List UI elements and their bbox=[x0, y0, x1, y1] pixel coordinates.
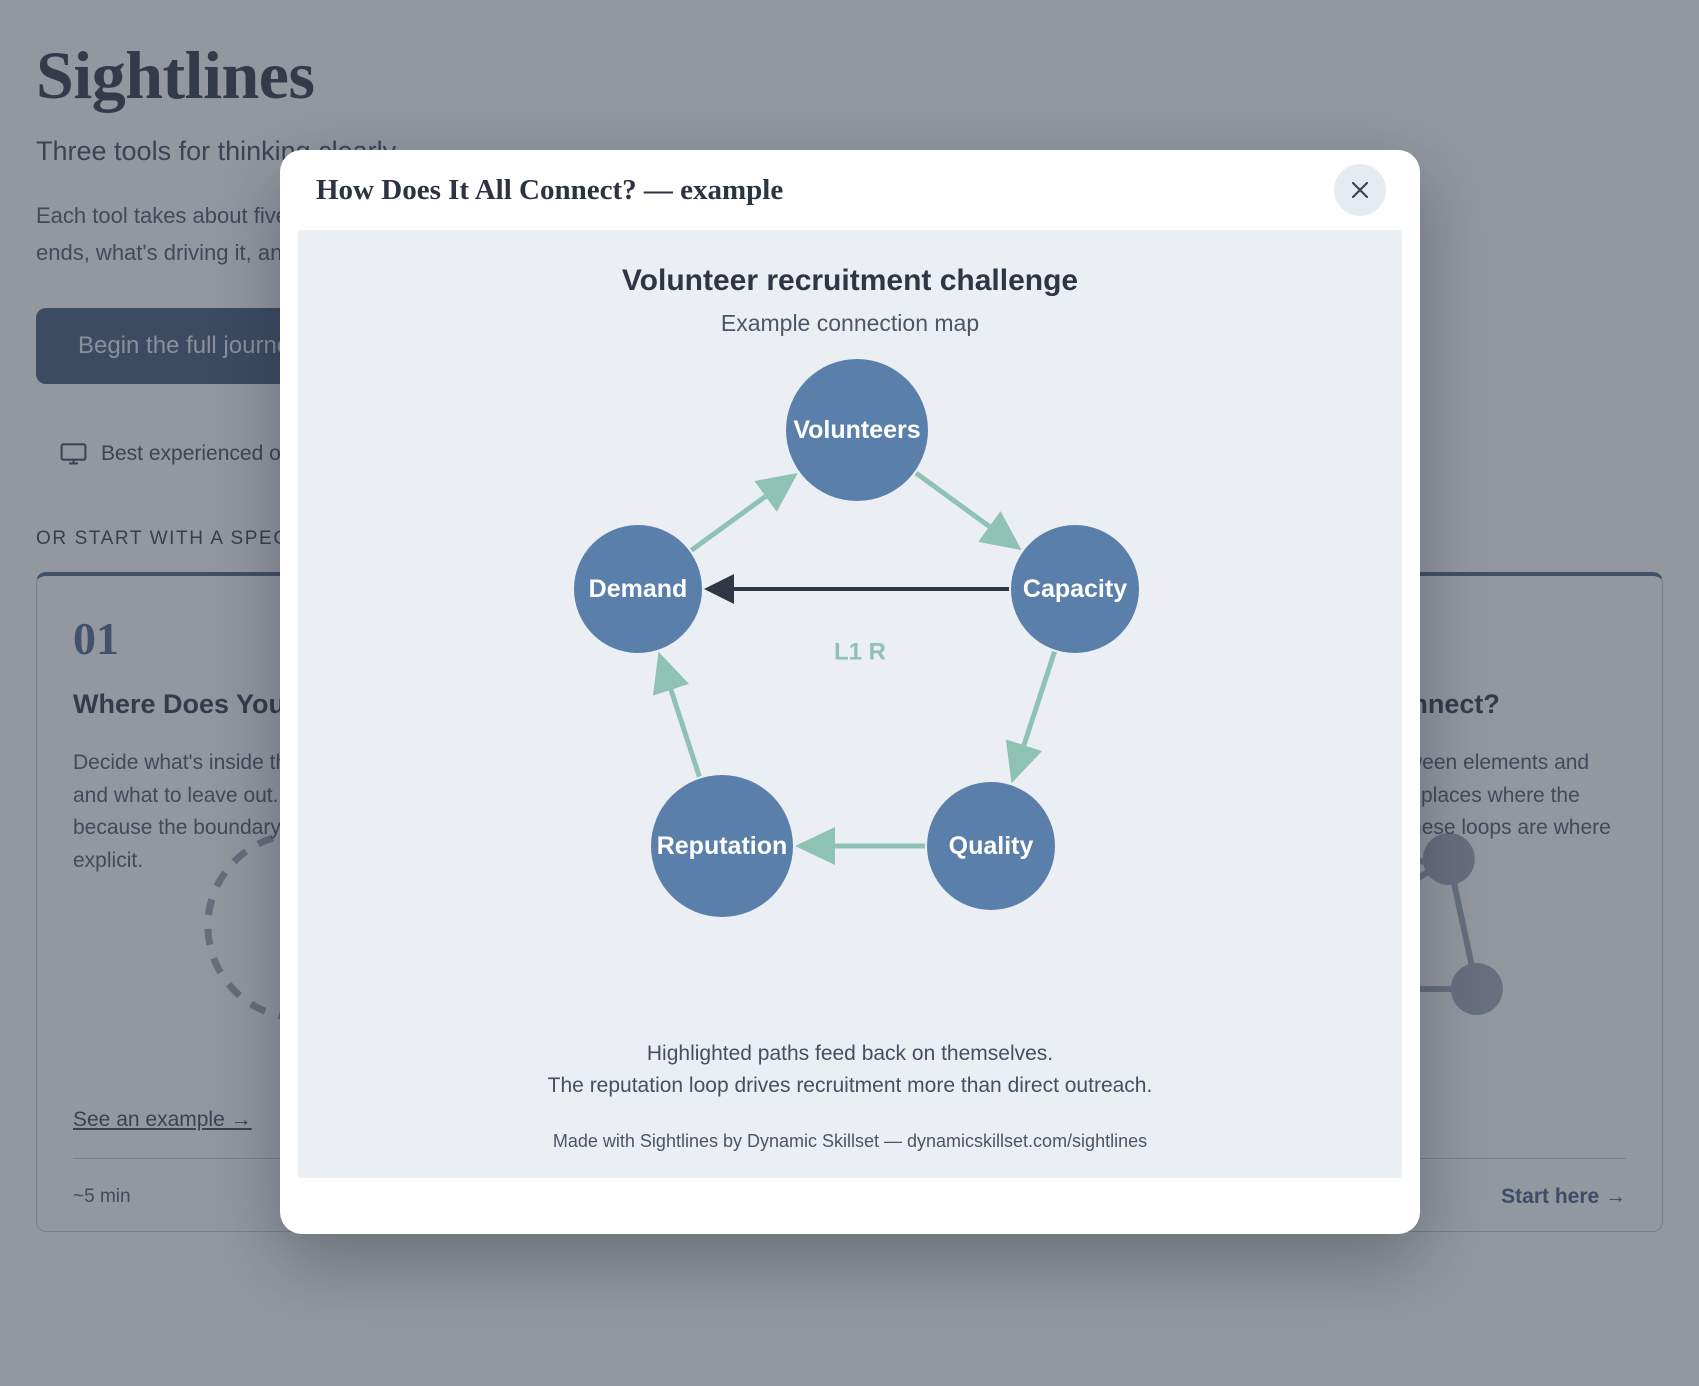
node-demand[interactable]: Demand bbox=[574, 525, 702, 653]
caption-line-1: Highlighted paths feed back on themselve… bbox=[646, 1041, 1054, 1065]
edge-demand-to-volunteers[interactable] bbox=[689, 472, 798, 553]
example-modal: How Does It All Connect? — example Volun… bbox=[280, 150, 1420, 1234]
node-capacity[interactable]: Capacity bbox=[1011, 525, 1139, 653]
node-reputation[interactable]: Reputation bbox=[651, 775, 793, 917]
edge-volunteers-to-capacity[interactable] bbox=[914, 470, 1022, 551]
diagram-panel: Volunteer recruitment challenge Example … bbox=[298, 230, 1402, 1178]
node-label: Reputation bbox=[657, 832, 788, 860]
edge-capacity-to-quality[interactable] bbox=[1005, 650, 1057, 784]
close-icon[interactable] bbox=[1334, 164, 1386, 216]
modal-title: How Does It All Connect? — example bbox=[316, 173, 784, 206]
node-quality[interactable]: Quality bbox=[927, 782, 1055, 910]
edge-reputation-to-demand[interactable] bbox=[652, 651, 702, 778]
edge-quality-to-reputation[interactable] bbox=[795, 827, 925, 865]
caption-line-2: The reputation loop drives recruitment m… bbox=[547, 1074, 1153, 1098]
node-label: Quality bbox=[949, 832, 1034, 860]
diagram-subtitle: Example connection map bbox=[720, 310, 980, 336]
modal-header: How Does It All Connect? — example bbox=[298, 150, 1402, 230]
node-volunteers[interactable]: Volunteers bbox=[786, 359, 928, 501]
diagram-credit: Made with Sightlines by Dynamic Skillset… bbox=[552, 1131, 1148, 1151]
node-label: Volunteers bbox=[793, 416, 920, 444]
node-label: Capacity bbox=[1023, 575, 1127, 603]
edge-capacity-to-demand[interactable] bbox=[704, 574, 1009, 604]
diagram-title: Volunteer recruitment challenge bbox=[621, 264, 1079, 297]
loop-label: L1 R bbox=[834, 639, 886, 666]
node-label: Demand bbox=[589, 575, 688, 603]
diagram-captions: Highlighted paths feed back on themselve… bbox=[298, 1038, 1402, 1152]
